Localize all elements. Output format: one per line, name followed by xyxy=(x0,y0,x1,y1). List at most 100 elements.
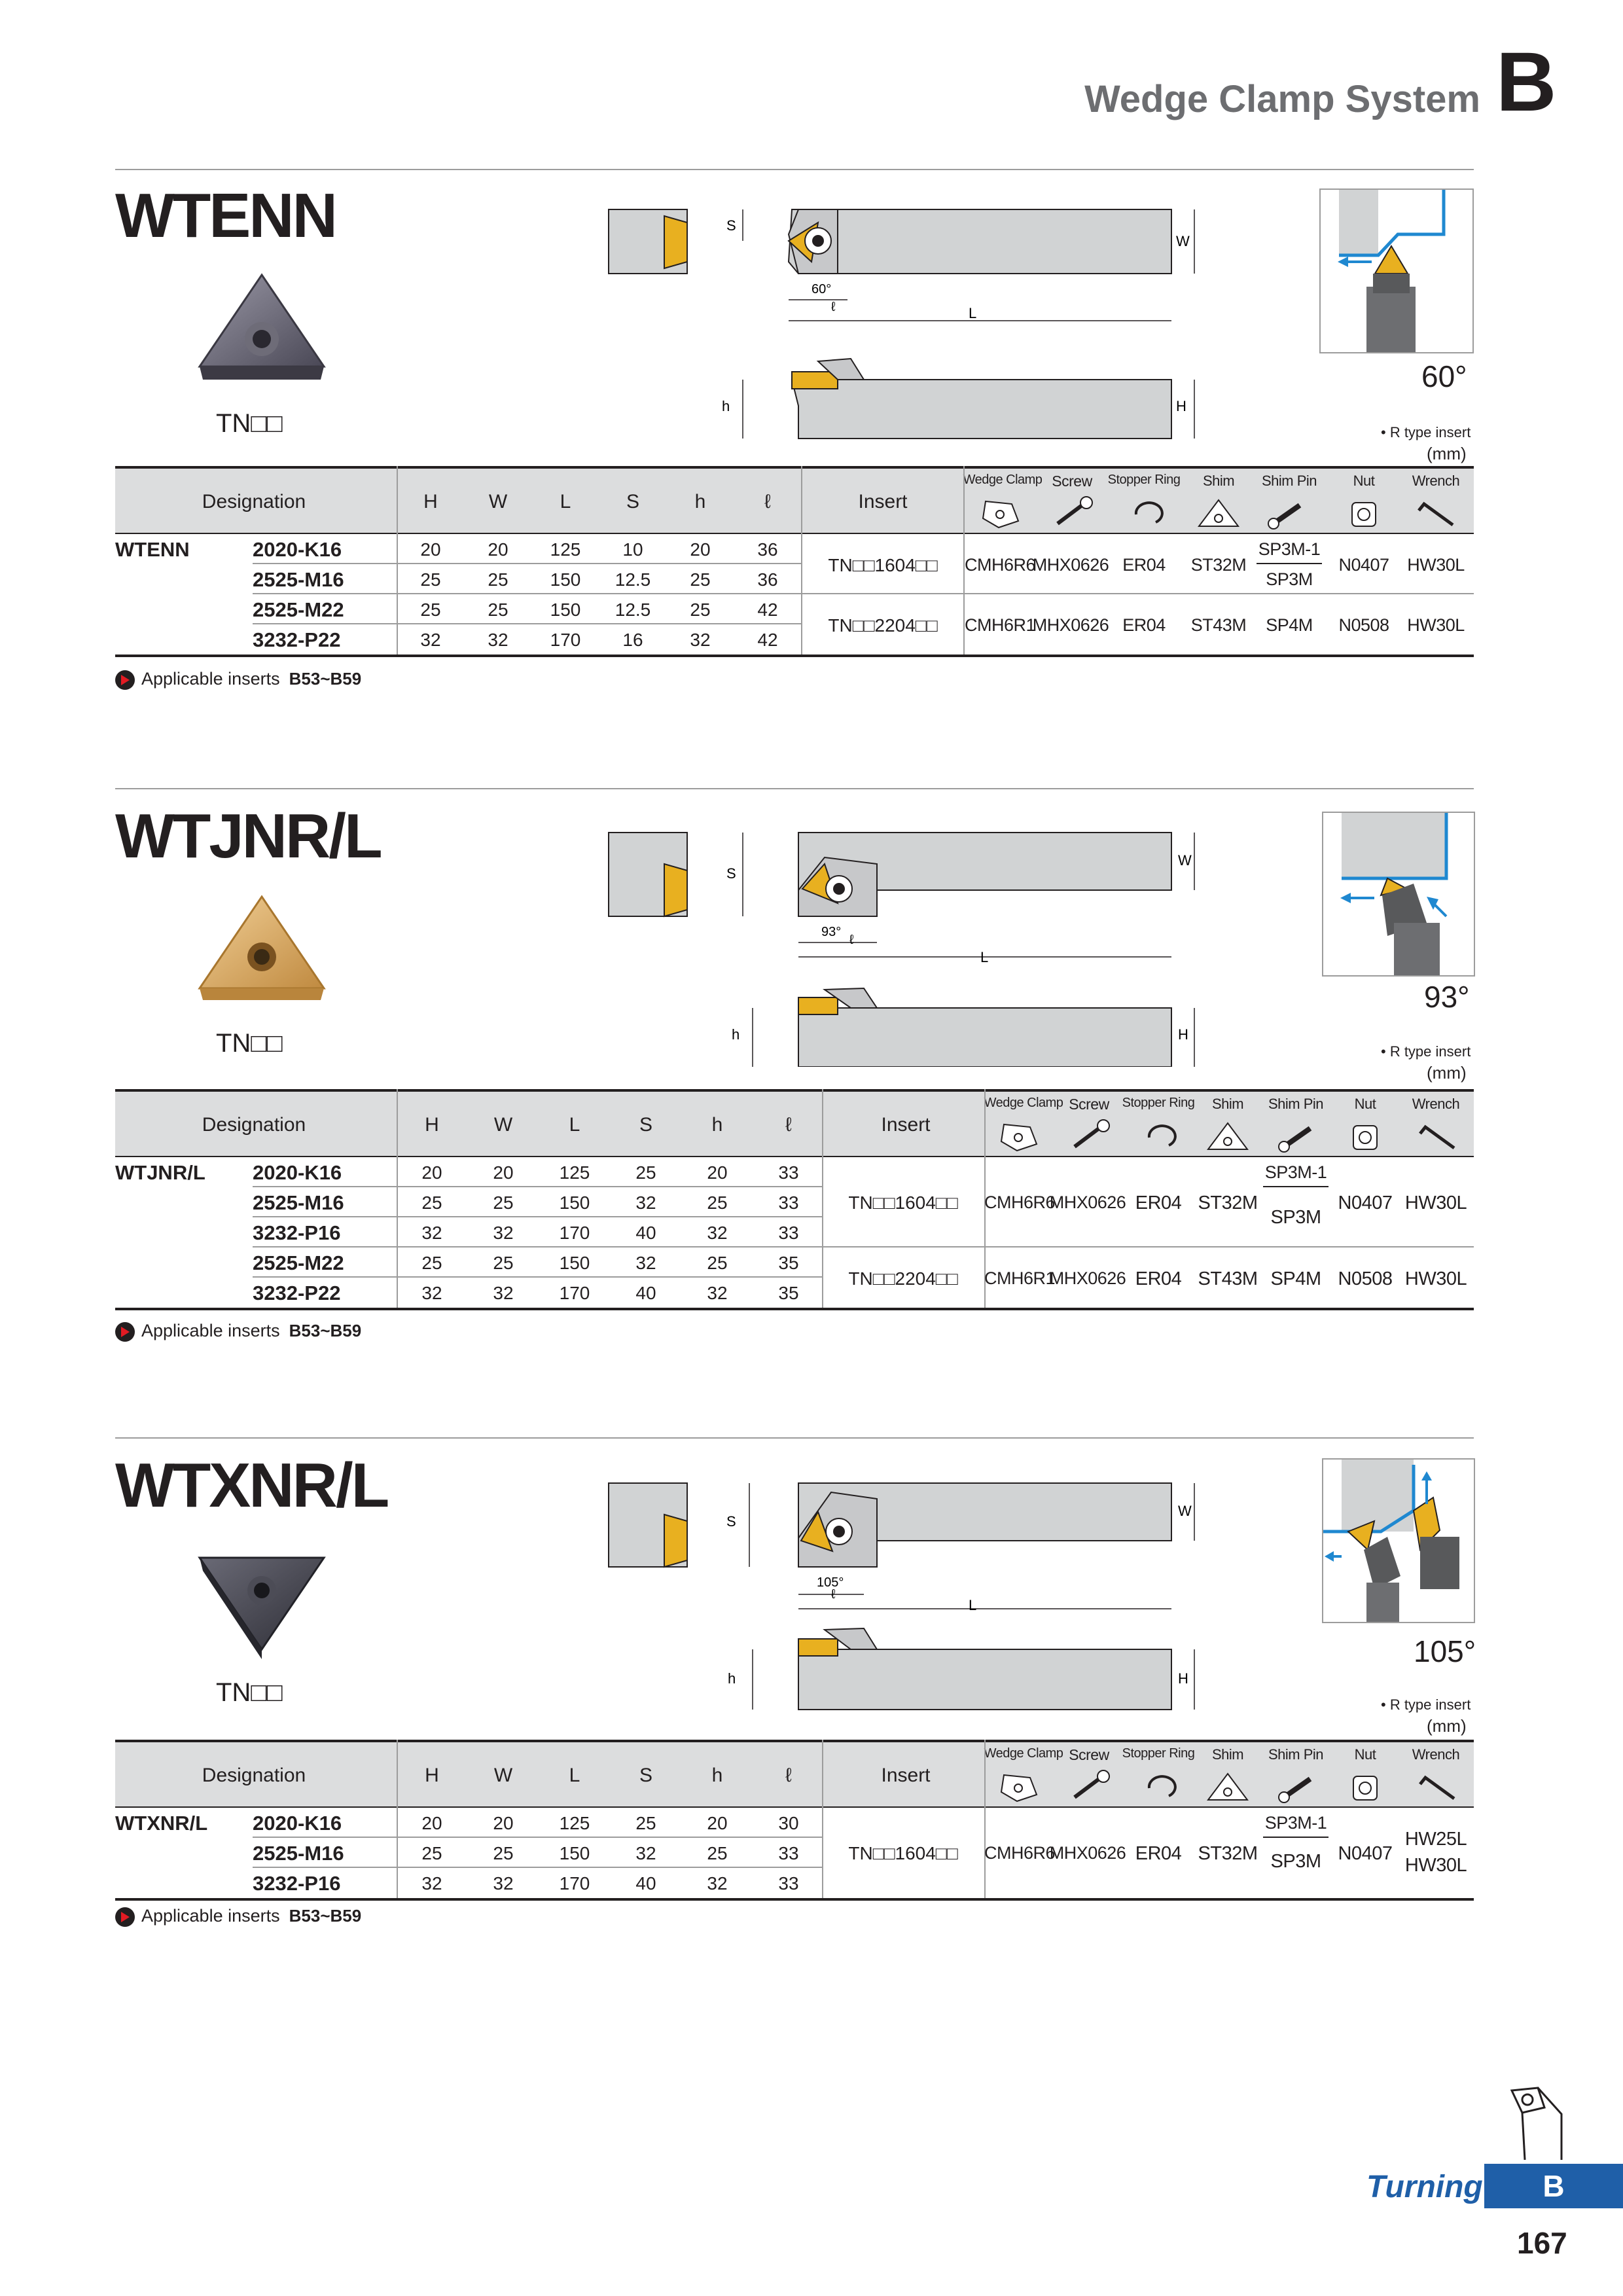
stopper-ring-icon xyxy=(1134,501,1164,524)
dim-w: W xyxy=(1176,233,1190,249)
col-shim-pin: Shim Pin xyxy=(1261,473,1317,489)
unit-label: (mm) xyxy=(1427,1063,1467,1083)
application-diagram xyxy=(1322,1458,1475,1623)
svg-text:ℓ: ℓ xyxy=(849,933,854,947)
col-l: ℓ xyxy=(764,491,771,512)
shim-icon xyxy=(1207,1772,1249,1801)
nut-icon xyxy=(1353,1776,1378,1801)
insert-shape-label: TN□□ xyxy=(216,1029,283,1058)
shim-pin-icon xyxy=(1268,503,1302,529)
shim-pin-icon xyxy=(1278,1126,1312,1153)
r-type-note: • R type insert xyxy=(1381,1043,1471,1060)
stopper-ring-icon xyxy=(1147,1775,1177,1797)
col-W: W xyxy=(488,491,508,512)
wrench-icon xyxy=(1418,501,1454,527)
accessory-icons xyxy=(1000,1770,1455,1803)
col-h: h xyxy=(694,491,706,512)
section-letter: B xyxy=(1496,35,1557,129)
svg-text:105°: 105° xyxy=(817,1575,844,1590)
model-title: WTENN xyxy=(115,181,338,251)
svg-text:h: h xyxy=(732,1026,740,1043)
section-tab[interactable]: B xyxy=(1484,2164,1623,2208)
wedge-clamp-icon xyxy=(982,500,1020,529)
svg-text:93°: 93° xyxy=(821,925,841,939)
screw-icon xyxy=(1073,1770,1110,1799)
shim-icon xyxy=(1207,1122,1249,1150)
svg-text:S: S xyxy=(726,1513,736,1530)
nut-icon xyxy=(1351,502,1376,527)
diagram-angle: 60° xyxy=(812,282,831,296)
insert-shape-label: TN□□ xyxy=(216,409,283,438)
insert-photo xyxy=(198,273,326,380)
wedge-clamp-icon xyxy=(1000,1123,1038,1152)
r-type-note: • R type insert xyxy=(1381,424,1471,440)
unit-label: (mm) xyxy=(1427,1716,1467,1736)
col-stopper-ring: Stopper Ring xyxy=(1107,473,1181,487)
unit-label: (mm) xyxy=(1427,444,1467,463)
application-diagram xyxy=(1319,188,1474,353)
dim-s: S xyxy=(726,217,736,234)
series-name: WTENN xyxy=(115,538,190,561)
holder-drawing: S W 60° ℓ L h H xyxy=(608,209,1195,439)
col-wrench: Wrench xyxy=(1412,473,1460,489)
shim-icon xyxy=(1198,499,1240,527)
turning-tool-icon xyxy=(1510,2087,1563,2160)
col-L: L xyxy=(560,491,571,512)
shim-pin-icon xyxy=(1278,1776,1312,1803)
svg-text:h: h xyxy=(728,1670,736,1687)
cutting-angle: 93° xyxy=(1424,980,1470,1014)
screw-icon xyxy=(1056,496,1093,526)
accessory-icons xyxy=(982,496,1454,529)
col-insert: Insert xyxy=(858,491,908,512)
insert-photo xyxy=(198,1556,326,1659)
dim-l: L xyxy=(969,305,976,321)
table-header: Designation H W L S h ℓ Insert Wedge Cla… xyxy=(115,1089,1474,1157)
wrench-icon xyxy=(1419,1124,1455,1150)
arrow-circle-icon xyxy=(115,670,135,690)
series-name: WTJNR/L xyxy=(115,1161,205,1184)
svg-text:H: H xyxy=(1178,1026,1188,1043)
col-designation: Designation xyxy=(202,491,306,512)
holder-drawing: S W 105° ℓ L h H xyxy=(608,1482,1195,1710)
arrow-circle-icon xyxy=(115,1321,135,1342)
insert-shape-label: TN□□ xyxy=(216,1678,283,1707)
application-diagram xyxy=(1322,812,1475,977)
r-type-note: • R type insert xyxy=(1381,1696,1471,1713)
svg-text:S: S xyxy=(726,865,736,882)
svg-text:L: L xyxy=(969,1597,976,1613)
dim-h: h xyxy=(722,398,730,414)
section-rule xyxy=(115,1437,1474,1439)
model-title: WTXNR/L xyxy=(115,1450,389,1520)
svg-text:W: W xyxy=(1178,1503,1192,1519)
accessory-icons xyxy=(1000,1119,1455,1153)
dim-l-small: ℓ xyxy=(831,300,836,314)
svg-text:ℓ: ℓ xyxy=(831,1587,836,1602)
svg-text:L: L xyxy=(980,949,988,965)
section-rule xyxy=(115,788,1474,789)
arrow-circle-icon xyxy=(115,1907,135,1927)
col-wedge-clamp: Wedge Clamp xyxy=(963,473,1043,487)
holder-drawing: S W 93° ℓ L h H xyxy=(608,832,1195,1067)
model-title: WTJNR/L xyxy=(115,801,383,871)
wedge-clamp-icon xyxy=(1000,1774,1038,1803)
series-name: WTXNR/L xyxy=(115,1812,208,1835)
wrench-icon xyxy=(1419,1775,1455,1801)
table-header: Designation H W L S h ℓ Insert Wedge Cla… xyxy=(115,1740,1474,1808)
screw-icon xyxy=(1073,1119,1110,1149)
col-screw: Screw xyxy=(1052,473,1092,490)
svg-text:H: H xyxy=(1178,1670,1188,1687)
dim-H: H xyxy=(1176,398,1186,414)
col-nut: Nut xyxy=(1353,473,1375,489)
svg-text:W: W xyxy=(1178,852,1192,869)
header-rule xyxy=(115,169,1474,170)
col-shim: Shim xyxy=(1202,473,1235,489)
page-header-title: Wedge Clamp System xyxy=(1084,78,1480,120)
col-S: S xyxy=(626,491,640,512)
insert-photo xyxy=(198,895,326,1000)
col-H: H xyxy=(423,491,438,512)
table-header: Designation H W L S h ℓ Insert Wedge Cla… xyxy=(115,466,1474,534)
cutting-angle: 105° xyxy=(1414,1634,1476,1668)
category-label: Turning xyxy=(1366,2170,1483,2204)
